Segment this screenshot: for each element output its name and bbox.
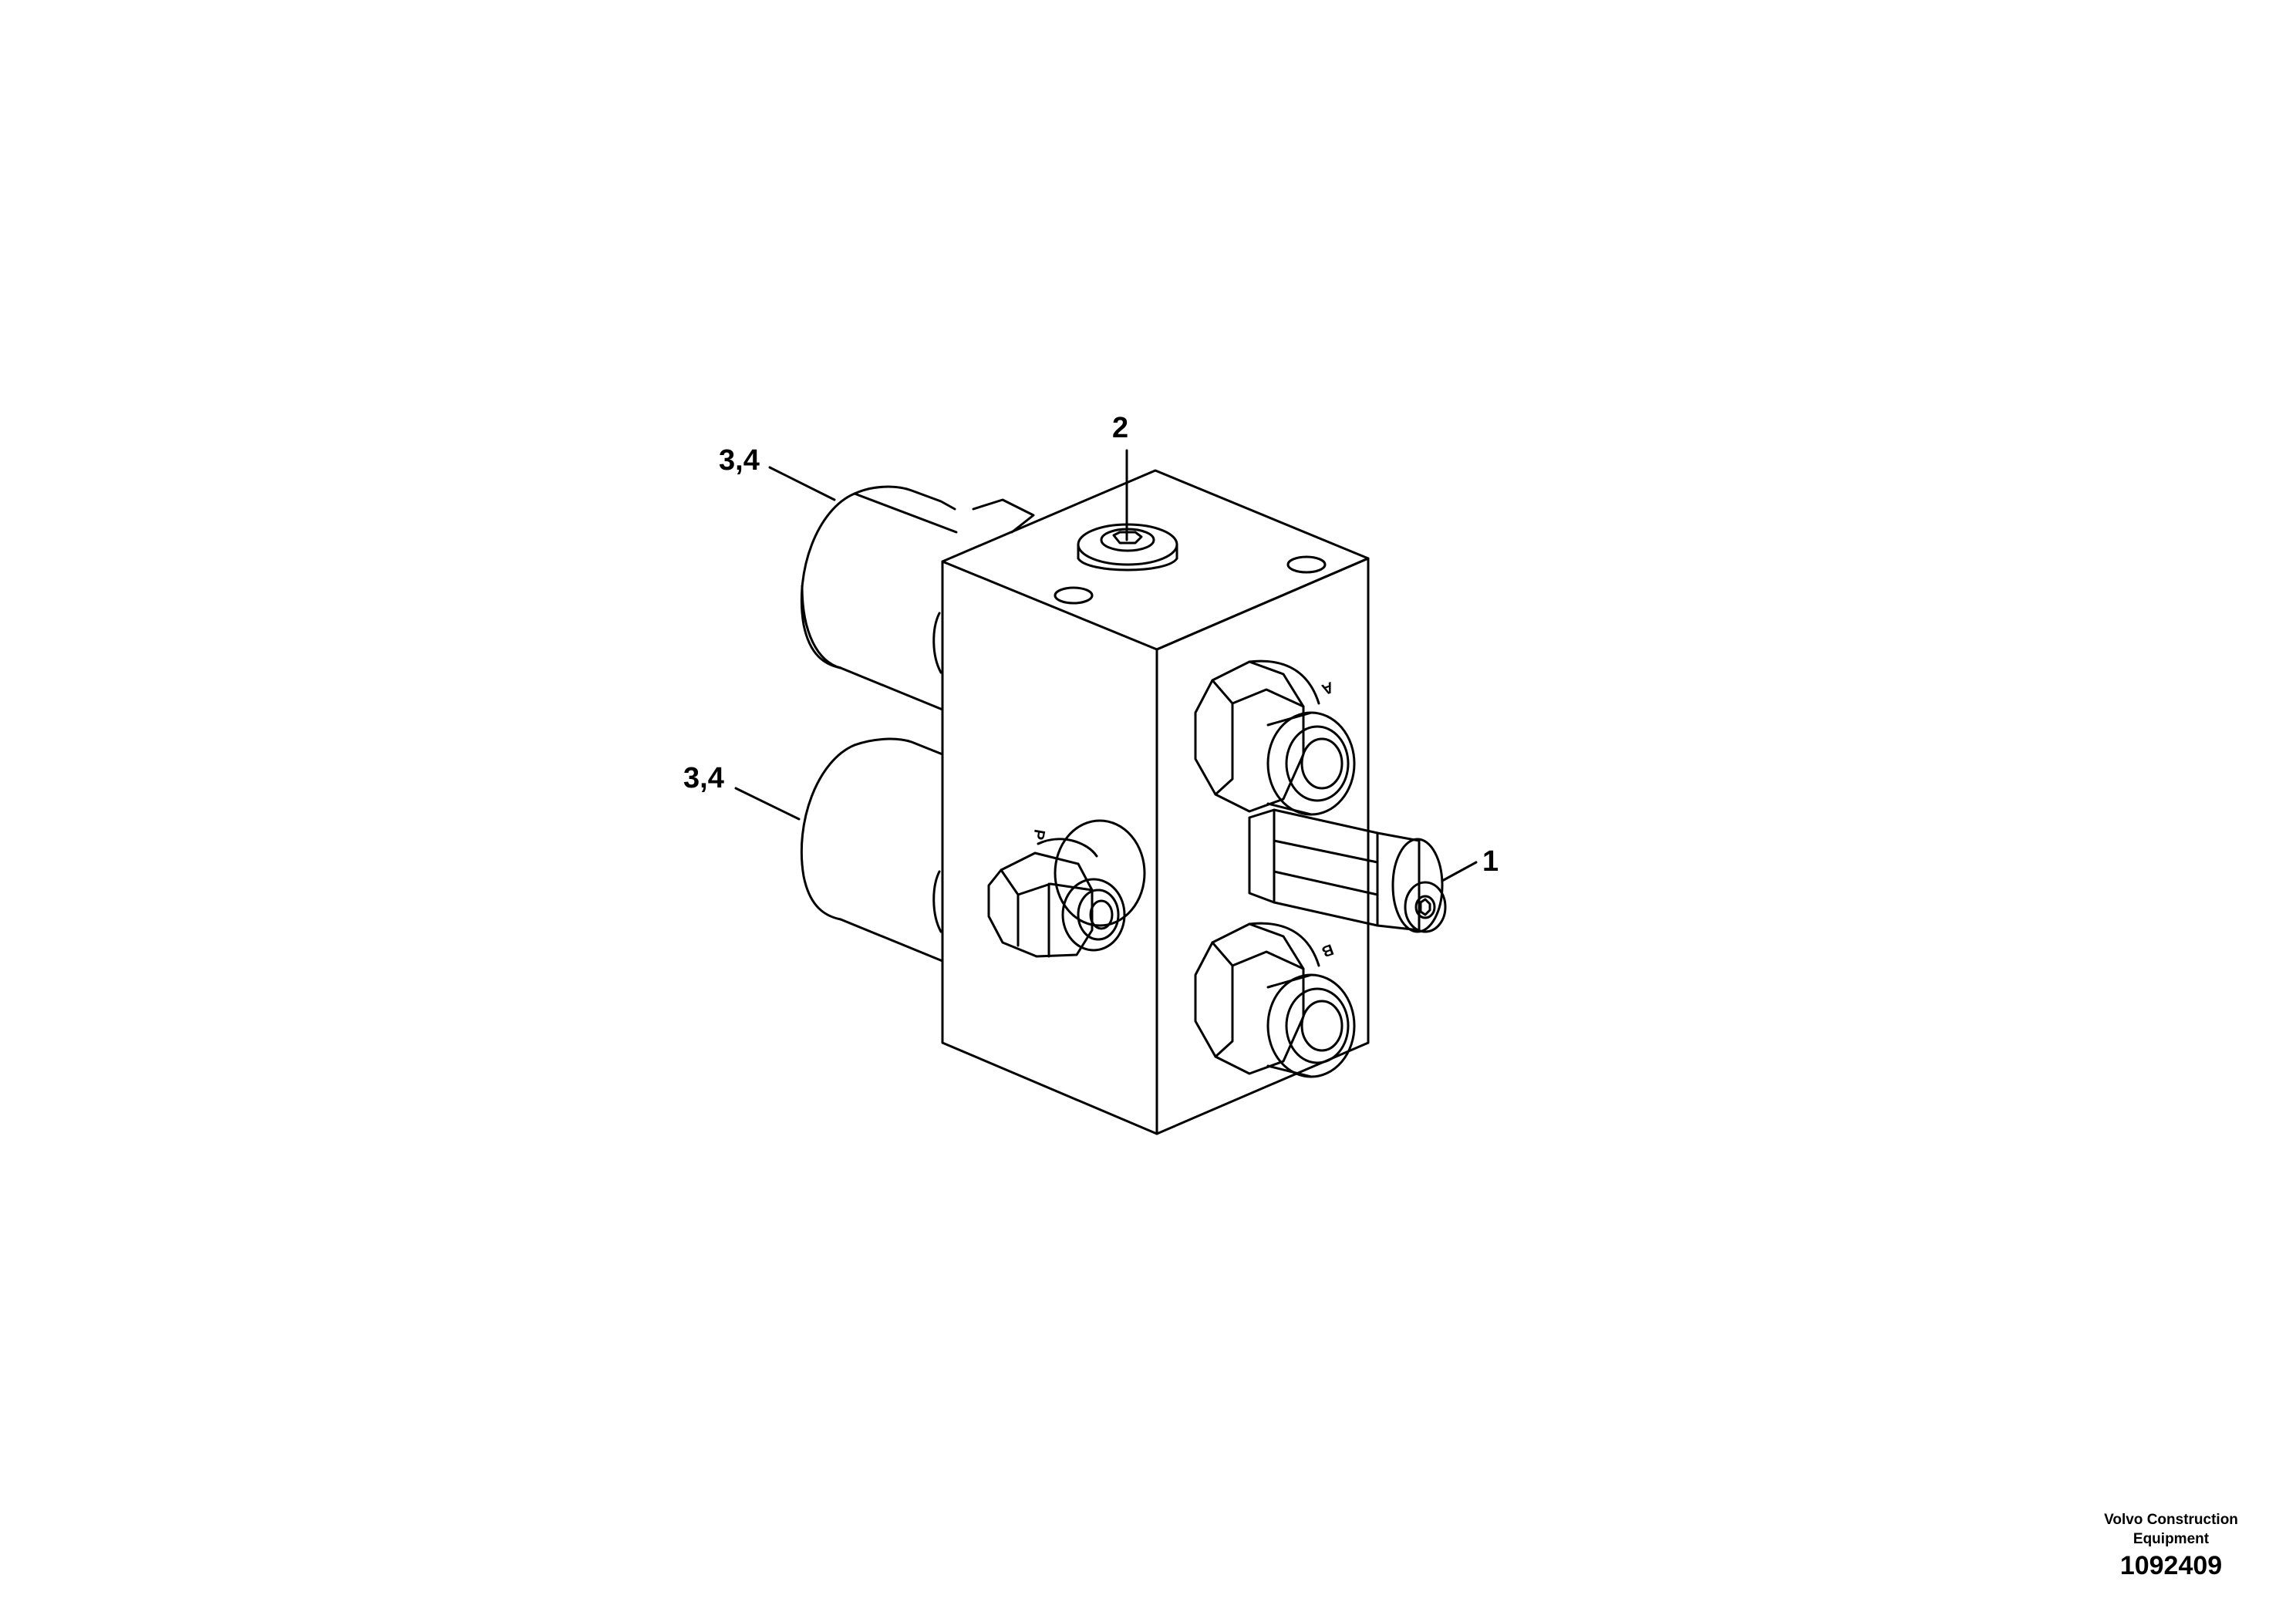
fitting-side: [987, 819, 1146, 958]
leader-line-34-top: [768, 466, 836, 501]
company-name: Volvo Construction Equipment: [2104, 1512, 2238, 1547]
drawing-number: 1092409: [2119, 1551, 2223, 1580]
fitting-port-b: [1194, 922, 1356, 1078]
leader-line-34-bottom: [734, 787, 801, 821]
solenoid-coil-upper: [800, 485, 1035, 711]
callout-label-1: 1: [1482, 845, 1499, 878]
leader-line-1: [1441, 861, 1478, 882]
solenoid-coil-lower: [800, 737, 944, 963]
mount-hole-left: [1054, 586, 1094, 605]
valve-block-body: [941, 469, 1370, 1135]
mount-hole-right: [1286, 555, 1327, 574]
cartridge-valve: [1248, 808, 1447, 933]
callout-label-2: 2: [1112, 412, 1129, 444]
fitting-port-a: [1194, 659, 1356, 816]
drawing-footer: Volvo Construction Equipment 1092409: [2082, 1510, 2260, 1581]
callout-label-3-4-bottom: 3,4: [683, 762, 724, 794]
callout-label-3-4-top: 3,4: [719, 444, 760, 477]
